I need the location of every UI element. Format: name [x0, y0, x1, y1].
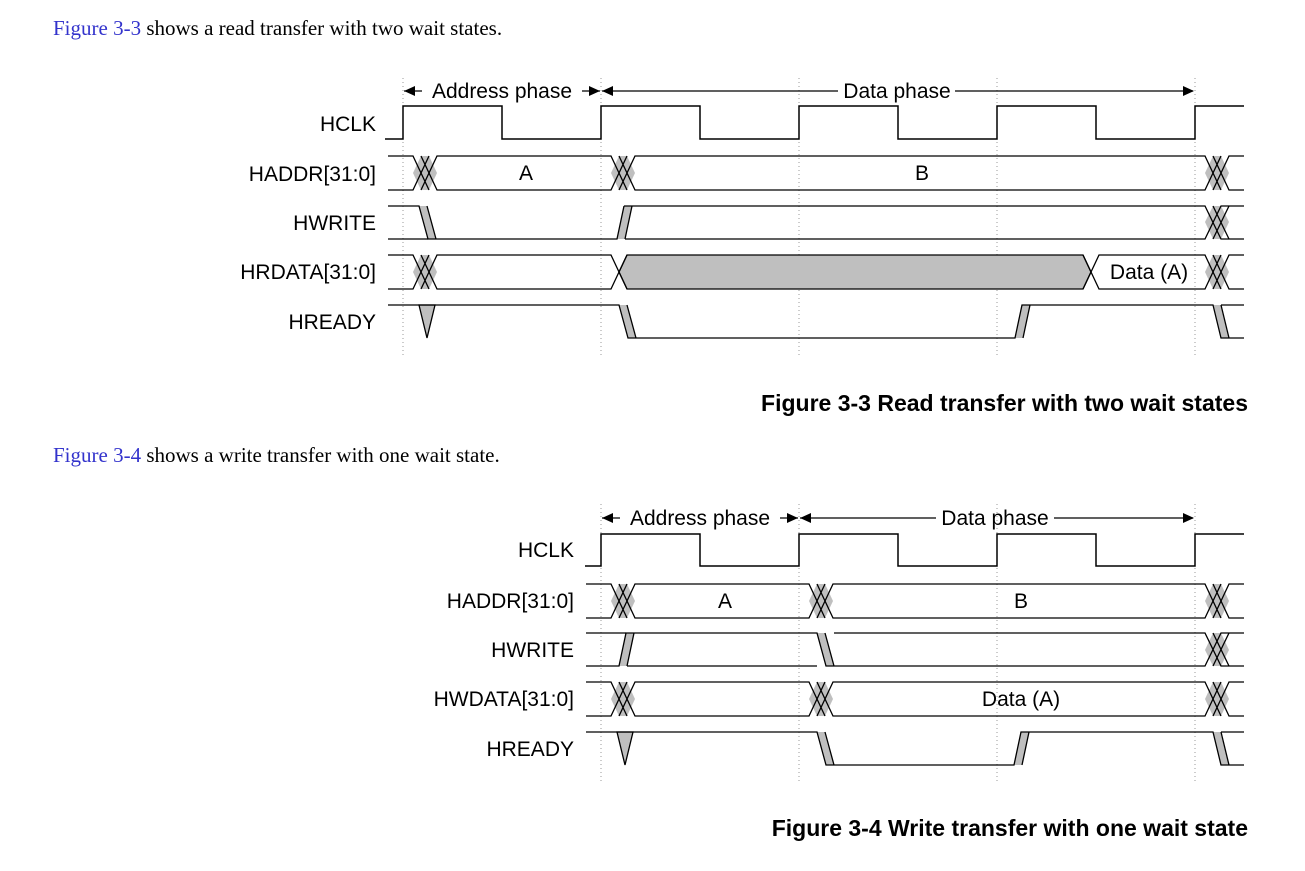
intro-text-write: shows a write transfer with one wait sta…: [141, 443, 500, 467]
figure-3-3-link[interactable]: Figure 3-3: [53, 16, 142, 40]
hwdata-value-data-a: Data (A): [982, 688, 1060, 711]
phase-arrows-2: [602, 513, 1194, 523]
signal-name-hrdata: HRDATA[31:0]: [240, 261, 376, 284]
figure-3-3-timing-diagram: Address phase Data phase HCLK HADDR[31:0…: [240, 78, 1244, 356]
haddr-value-a-2: A: [718, 590, 732, 613]
figure-3-4-link[interactable]: Figure 3-4: [53, 443, 142, 467]
hwrite-waveform: [388, 205, 1244, 240]
figure-3-4-caption: Figure 3-4 Write transfer with one wait …: [771, 815, 1248, 841]
haddr-waveform-2: [586, 583, 1244, 619]
signal-name-hwrite: HWRITE: [293, 212, 376, 235]
signal-name-hwrite-2: HWRITE: [491, 639, 574, 662]
data-phase-label-2: Data phase: [941, 507, 1048, 530]
signal-names-2: HCLK HADDR[31:0] HWRITE HWDATA[31:0] HRE…: [434, 539, 574, 761]
signal-name-hclk-2: HCLK: [518, 539, 574, 562]
hready-waveform-2: [586, 731, 1244, 766]
signal-names: HCLK HADDR[31:0] HWRITE HRDATA[31:0] HRE…: [240, 113, 376, 334]
phase-arrows: [404, 86, 1194, 96]
haddr-waveform: [388, 155, 1244, 191]
hclk-waveform-2: [585, 533, 1244, 567]
signal-name-haddr-2: HADDR[31:0]: [447, 590, 574, 613]
hrdata-value-data-a: Data (A): [1110, 261, 1188, 284]
address-phase-label-2: Address phase: [630, 507, 770, 530]
figure-3-3-caption: Figure 3-3 Read transfer with two wait s…: [761, 390, 1248, 416]
haddr-value-b-2: B: [1014, 590, 1028, 613]
intro-paragraph-write: Figure 3-4 shows a write transfer with o…: [53, 443, 500, 468]
hwrite-waveform-2: [586, 632, 1244, 667]
signal-name-hclk: HCLK: [320, 113, 376, 136]
signal-name-hwdata: HWDATA[31:0]: [434, 688, 574, 711]
hready-waveform: [388, 304, 1244, 339]
intro-paragraph-read: Figure 3-3 shows a read transfer with tw…: [53, 16, 502, 41]
signal-name-hready: HREADY: [288, 311, 376, 334]
intro-text-read: shows a read transfer with two wait stat…: [141, 16, 503, 40]
hwdata-waveform: [586, 681, 1244, 717]
hrdata-waveform: [388, 254, 1244, 290]
address-phase-label: Address phase: [432, 80, 572, 103]
haddr-value-a: A: [519, 162, 533, 185]
signal-name-hready-2: HREADY: [486, 738, 574, 761]
data-phase-label: Data phase: [843, 80, 950, 103]
signal-name-haddr: HADDR[31:0]: [249, 163, 376, 186]
haddr-value-b: B: [915, 162, 929, 185]
hclk-waveform: [385, 105, 1244, 140]
